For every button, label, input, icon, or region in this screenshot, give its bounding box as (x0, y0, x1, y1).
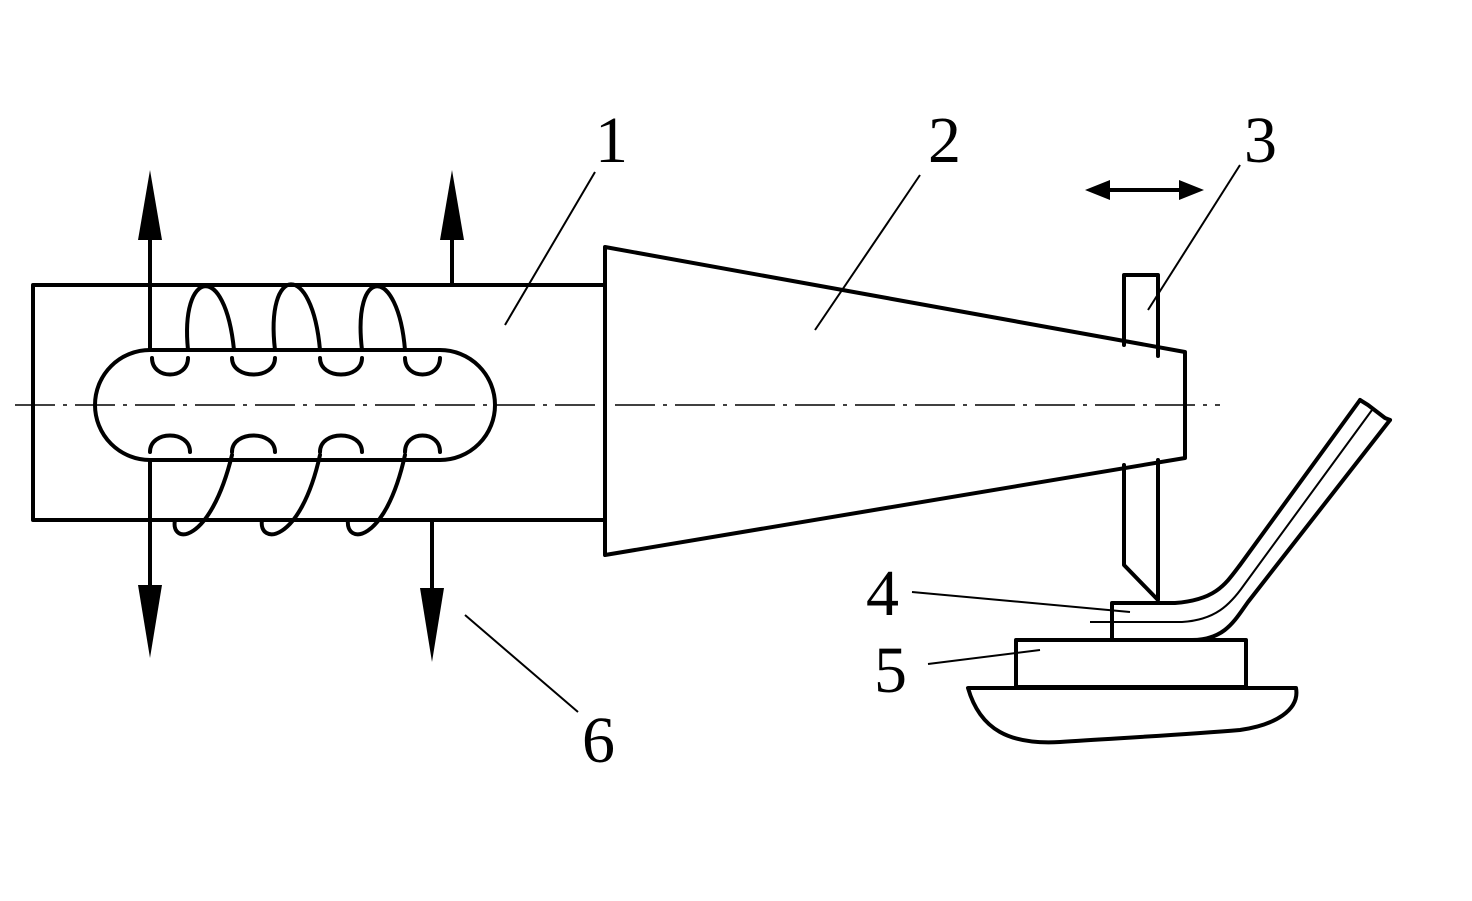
arrow-down-right-head (420, 588, 444, 662)
transducer-body (31, 283, 607, 522)
work-base (966, 686, 1299, 745)
leader-4 (911, 591, 1131, 613)
bond-wire (1090, 398, 1392, 642)
substrate (966, 638, 1299, 745)
label-3: 3 (1244, 104, 1277, 177)
label-6: 6 (582, 704, 615, 777)
arrow-up-left-head (138, 170, 162, 240)
leader-6 (464, 614, 579, 713)
leader-3 (1147, 164, 1241, 311)
leader-lines (464, 164, 1241, 713)
leader-1 (504, 171, 596, 326)
leader-5 (927, 649, 1041, 665)
coil-winding (148, 282, 442, 537)
leader-2 (814, 174, 921, 331)
tool-motion-arrow (1085, 180, 1204, 200)
label-4: 4 (866, 557, 899, 630)
vibration-arrows (138, 170, 464, 662)
label-1: 1 (595, 104, 628, 177)
label-2: 2 (928, 104, 961, 177)
arrow-up-right-head (440, 170, 464, 240)
bonding-tool (1122, 273, 1160, 602)
arrow-down-left-head (138, 585, 162, 658)
horn (603, 245, 1187, 557)
label-5: 5 (874, 634, 907, 707)
transducer-core-slot (93, 348, 497, 462)
